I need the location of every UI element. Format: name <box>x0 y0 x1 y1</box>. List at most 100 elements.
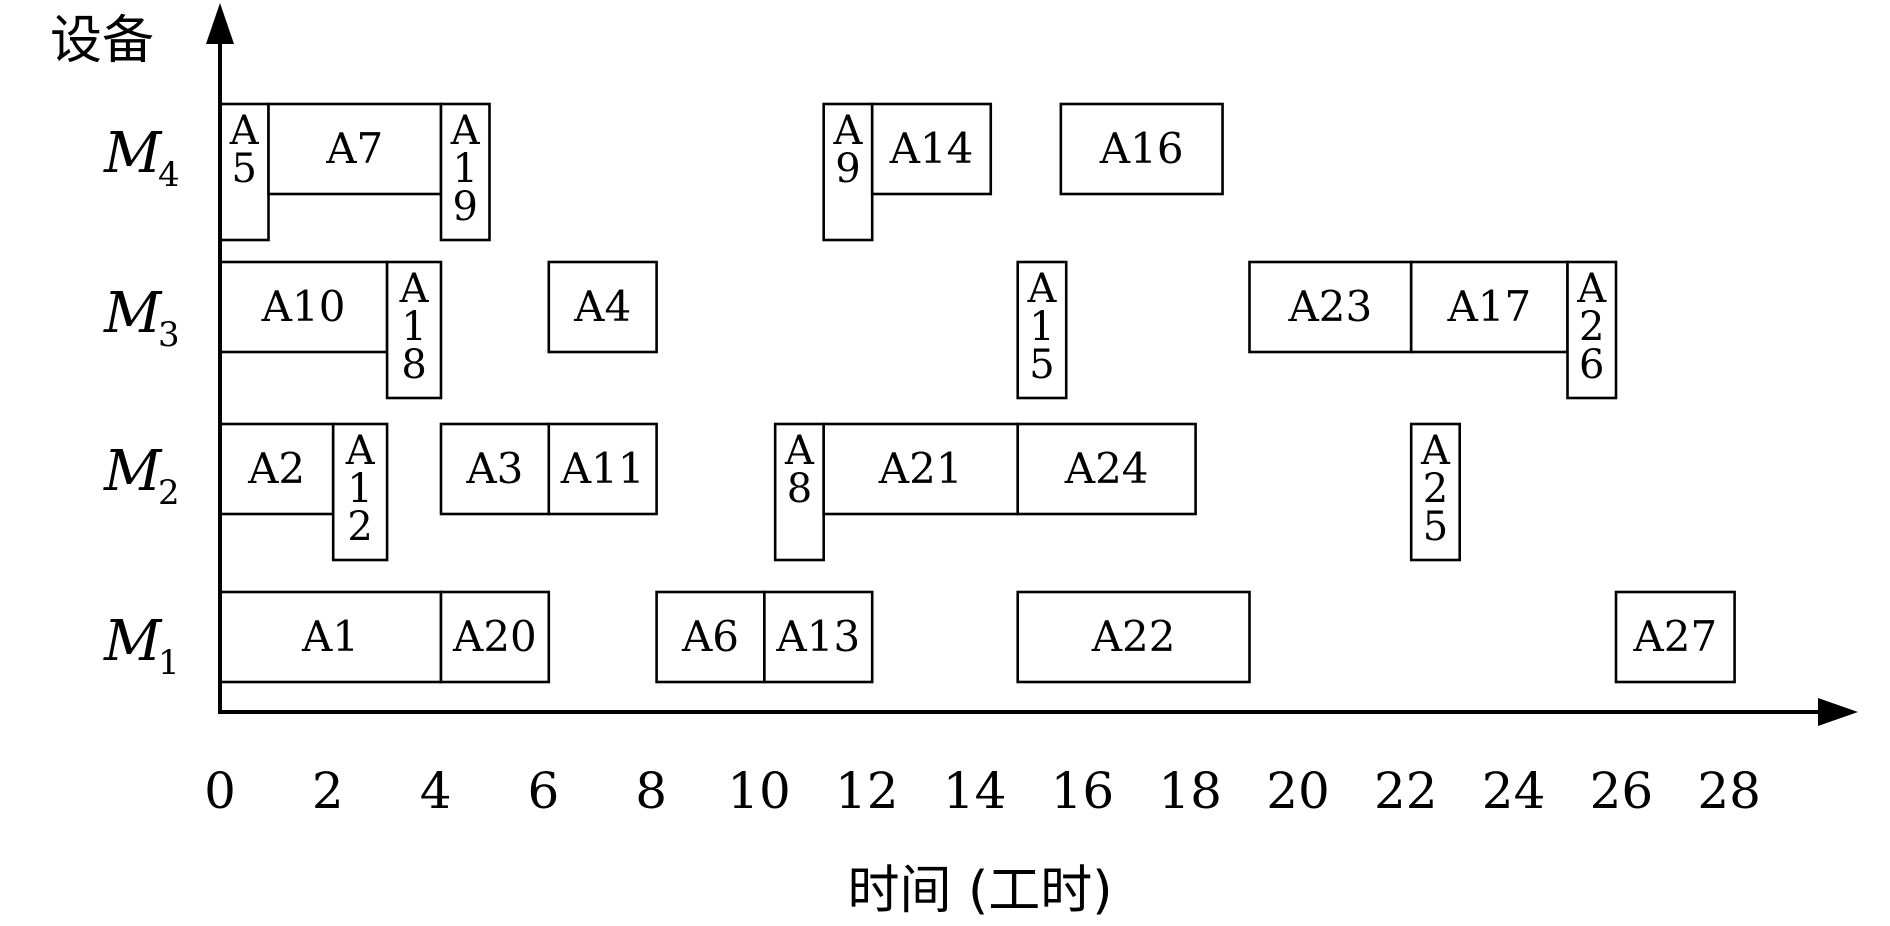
task-bar <box>1409 260 1569 354</box>
machine-label-subscript: 3 <box>158 315 180 355</box>
y-axis-arrow-icon <box>206 3 234 44</box>
task-a25: A25 <box>1409 422 1461 562</box>
task-label-char: A <box>784 428 815 474</box>
task-label: A27 <box>1632 612 1717 661</box>
task-a14: A14 <box>870 102 993 196</box>
task-label-char: A <box>1420 428 1451 474</box>
task-label-char: 5 <box>232 146 257 192</box>
task-label-char: 2 <box>1423 466 1448 512</box>
machine-label-2: M2 <box>103 439 180 513</box>
machine-label-main: M <box>103 609 163 674</box>
machine-label-4: M4 <box>103 121 180 195</box>
task-label: A24 <box>1064 444 1149 493</box>
task-a5: A5 <box>218 102 270 242</box>
task-label-char: A <box>1027 266 1058 312</box>
task-label-char: A <box>229 108 260 154</box>
x-axis-title: 时间 (工时) <box>847 861 1112 921</box>
task-bar <box>1409 422 1461 562</box>
task-a15: A15 <box>1016 260 1068 400</box>
task-label: A21 <box>878 444 963 493</box>
x-tick-label: 14 <box>943 762 1007 820</box>
task-label-char: 9 <box>453 184 478 230</box>
task-bar <box>218 260 389 354</box>
x-tick-label: 26 <box>1590 762 1654 820</box>
task-bar <box>267 102 443 196</box>
task-bar <box>1059 102 1224 196</box>
x-tick-label: 16 <box>1051 762 1115 820</box>
task-label-char: 6 <box>1579 342 1604 388</box>
task-label: A14 <box>889 124 974 173</box>
task-a24: A24 <box>1016 422 1197 516</box>
x-tick-label: 18 <box>1158 762 1222 820</box>
task-bar <box>655 590 766 684</box>
task-a6: A6 <box>655 590 766 684</box>
x-tick-label: 4 <box>420 762 452 820</box>
task-label-char: A <box>832 108 863 154</box>
task-bar <box>547 260 658 354</box>
task-label-char: 2 <box>1579 304 1604 350</box>
task-label-char: A <box>450 108 481 154</box>
task-label: A13 <box>775 612 860 661</box>
task-label-char: 5 <box>1423 504 1448 550</box>
task-label: A22 <box>1091 612 1176 661</box>
task-bar <box>218 422 335 516</box>
task-a2: A2 <box>218 422 335 516</box>
task-label: A1 <box>301 612 359 661</box>
task-bar <box>870 102 993 196</box>
x-tick-label: 8 <box>635 762 667 820</box>
task-label-char: A <box>399 266 430 312</box>
task-label-char: 8 <box>787 466 812 512</box>
x-tick-label: 6 <box>527 762 559 820</box>
x-tick-label: 2 <box>312 762 344 820</box>
x-tick-label: 22 <box>1374 762 1438 820</box>
task-bar <box>1016 260 1068 400</box>
task-label: A4 <box>573 282 631 331</box>
task-a23: A23 <box>1248 260 1413 354</box>
machine-label-subscript: 1 <box>158 643 180 683</box>
task-label: A2 <box>247 444 305 493</box>
task-bar <box>773 422 825 562</box>
task-a11: A11 <box>547 422 658 516</box>
task-bar <box>439 590 551 684</box>
task-label-char: 2 <box>347 504 372 550</box>
task-a10: A10 <box>218 260 389 354</box>
task-bar <box>1016 590 1251 684</box>
task-bar <box>439 102 491 242</box>
x-tick-label: 20 <box>1266 762 1330 820</box>
task-a19: A19 <box>439 102 491 242</box>
task-bar <box>763 590 874 684</box>
x-tick-label: 0 <box>204 762 236 820</box>
task-a17: A17 <box>1409 260 1569 354</box>
task-bar <box>218 102 270 242</box>
task-a3: A3 <box>439 422 551 516</box>
task-bar <box>385 260 443 400</box>
task-label-char: 8 <box>401 342 426 388</box>
task-label: A17 <box>1446 282 1531 331</box>
task-bar <box>547 422 658 516</box>
task-a13: A13 <box>763 590 874 684</box>
task-a20: A20 <box>439 590 551 684</box>
task-a21: A21 <box>822 422 1020 516</box>
task-label-char: 1 <box>1029 304 1054 350</box>
task-bar <box>1614 590 1736 684</box>
machine-label-main: M <box>103 121 163 186</box>
task-a26: A26 <box>1566 260 1618 400</box>
machine-label-subscript: 2 <box>158 473 180 513</box>
task-label-char: A <box>1576 266 1607 312</box>
task-bar <box>1566 260 1618 400</box>
task-a1: A1 <box>218 590 443 684</box>
task-bar <box>331 422 389 562</box>
task-label: A16 <box>1099 124 1184 173</box>
task-a4: A4 <box>547 260 658 354</box>
task-label-char: 5 <box>1029 342 1054 388</box>
task-label-char: 1 <box>453 146 478 192</box>
task-label: A10 <box>261 282 346 331</box>
machine-label-main: M <box>103 281 163 346</box>
task-a8: A8 <box>773 422 825 562</box>
x-tick-label: 10 <box>727 762 791 820</box>
x-tick-label: 24 <box>1482 762 1546 820</box>
task-a22: A22 <box>1016 590 1251 684</box>
